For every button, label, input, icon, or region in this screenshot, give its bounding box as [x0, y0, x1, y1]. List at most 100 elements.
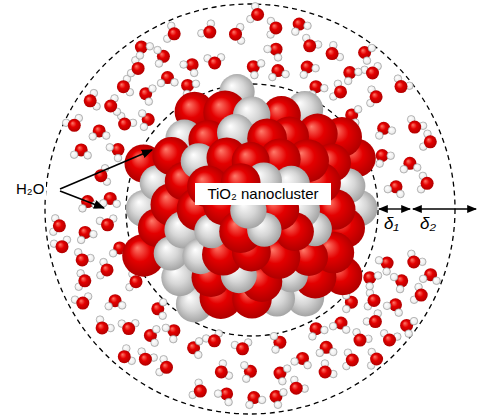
oxygen-atom	[168, 27, 181, 40]
water-molecule	[79, 195, 100, 212]
hydrogen-atom	[157, 79, 165, 87]
hydrogen-atom	[282, 70, 290, 78]
oxygen-atom	[203, 26, 216, 39]
water-molecule	[394, 75, 413, 93]
inner-shell	[126, 84, 378, 336]
hydrogen-atom	[383, 268, 391, 276]
water-molecule	[198, 20, 217, 39]
hydrogen-atom	[376, 160, 384, 168]
hydrogen-atom	[90, 230, 98, 238]
hydrogen-atom	[283, 365, 291, 373]
hydrogen-atom	[272, 346, 280, 354]
hydrogen-atom	[280, 389, 288, 397]
hydrogen-atom	[274, 401, 282, 409]
oxygen-atom	[236, 342, 249, 355]
hydrogen-atom	[154, 46, 162, 54]
water-molecule	[75, 270, 91, 291]
water-molecule	[50, 236, 71, 253]
hydrogen-atom	[279, 377, 287, 385]
water-molecule	[89, 124, 110, 140]
hydrogen-atom	[102, 132, 110, 140]
water-molecule	[189, 379, 207, 399]
water-molecule	[162, 324, 180, 343]
hydrogen-atom	[433, 277, 441, 285]
water-molecule	[138, 348, 158, 366]
hydrogen-atom	[149, 85, 157, 93]
oxygen-atom	[395, 80, 408, 93]
water-molecule	[367, 348, 383, 369]
hydrogen-atom	[375, 256, 383, 264]
water-molecule	[326, 41, 344, 60]
hydrogen-atom	[329, 322, 337, 330]
water-molecule	[290, 376, 309, 395]
water-molecule	[156, 355, 173, 375]
hydrogen-atom	[405, 330, 413, 338]
hydrogen-atom	[320, 84, 328, 92]
water-layer	[50, 3, 441, 409]
oxygen-atom	[101, 218, 114, 231]
hydrogen-atom	[292, 28, 300, 36]
water-molecule	[291, 352, 312, 369]
hydrogen-atom	[312, 64, 320, 72]
oxygen-atom	[160, 361, 173, 374]
hydrogen-atom	[258, 396, 266, 404]
oxygen-atom	[118, 350, 131, 363]
hydrogen-atom	[171, 79, 179, 87]
water-molecule	[157, 71, 178, 87]
hydrogen-atom	[146, 43, 154, 51]
water-molecule	[384, 180, 404, 198]
oxygen-atom	[53, 219, 66, 232]
hydrogen-atom	[354, 106, 362, 114]
hydrogen-atom	[180, 61, 188, 69]
water-molecule	[99, 192, 120, 208]
hydrogen-atom	[242, 375, 250, 383]
water-molecule	[264, 43, 283, 62]
water-molecule	[383, 298, 402, 316]
water-molecule	[139, 85, 156, 106]
hydrogen-atom	[304, 22, 312, 30]
oxygen-atom	[368, 294, 381, 307]
oxygen-atom	[326, 47, 339, 60]
water-molecule	[84, 89, 101, 110]
water-molecule	[316, 341, 337, 357]
oxygen-atom	[421, 177, 434, 190]
water-molecule	[135, 41, 154, 60]
water-molecule	[410, 283, 427, 303]
water-molecule	[62, 114, 82, 131]
hydrogen-atom	[396, 285, 404, 293]
hydrogen-atom	[225, 398, 233, 406]
hydrogen-atom	[195, 338, 203, 346]
water-molecule	[117, 112, 136, 130]
hydrogen-atom	[159, 298, 167, 306]
oxygen-atom	[290, 382, 303, 395]
hydrogen-atom	[321, 326, 329, 334]
water-molecule	[417, 172, 433, 193]
water-molecule	[274, 365, 292, 385]
leader-line	[60, 150, 152, 189]
hydrogen-atom	[400, 165, 408, 173]
hydrogen-atom	[291, 358, 299, 366]
water-molecule	[104, 95, 121, 116]
water-molecule	[77, 226, 97, 244]
oxygen-atom	[346, 354, 359, 367]
hydrogen-atom	[251, 71, 259, 79]
molecule-label: H₂O	[14, 181, 46, 198]
oxygen-atom	[76, 297, 89, 310]
water-molecule	[50, 215, 66, 236]
water-molecule	[74, 249, 94, 267]
label-box: TiO₂ nanocluster	[195, 183, 330, 205]
hydrogen-atom	[354, 68, 362, 76]
hydrogen-atom	[374, 272, 382, 280]
oxygen-atom	[208, 334, 221, 347]
hydrogen-atom	[192, 80, 200, 88]
hydrogen-atom	[153, 326, 161, 334]
water-molecule	[127, 57, 144, 77]
oxygen-atom	[122, 322, 135, 335]
water-molecule	[202, 330, 222, 348]
hydrogen-atom	[138, 110, 146, 118]
leader-line	[60, 191, 104, 208]
oxygen-atom	[139, 353, 152, 366]
